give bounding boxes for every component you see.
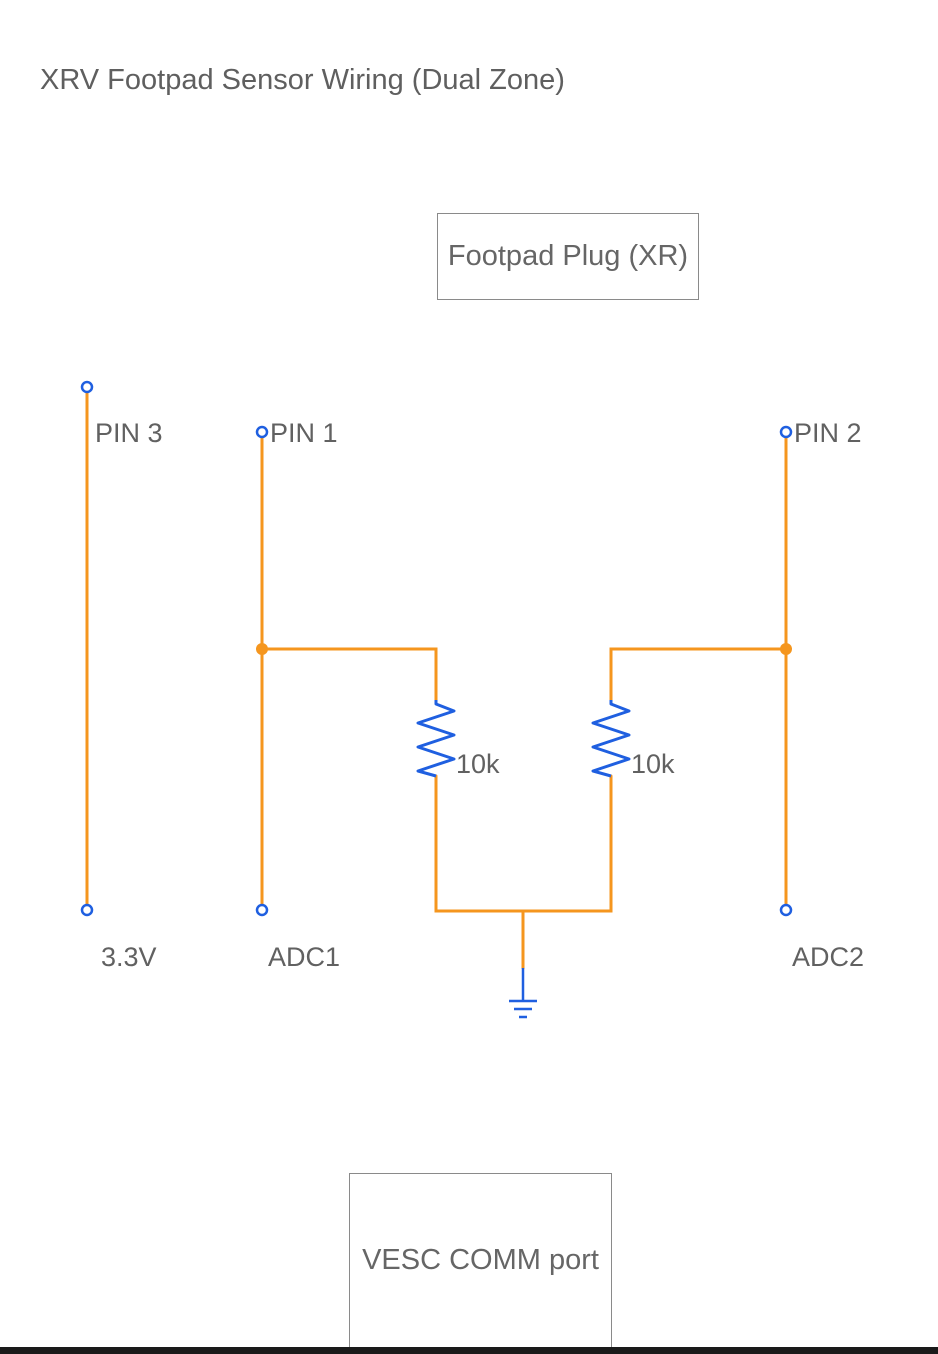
vesc-comm-port-box: VESC COMM port xyxy=(349,1173,612,1348)
ground-icon xyxy=(509,968,537,1019)
footpad-plug-box: Footpad Plug (XR) xyxy=(437,213,699,300)
terminal-adc1 xyxy=(255,903,269,917)
terminal-adc2 xyxy=(779,903,793,917)
junction-dot-pin1 xyxy=(256,643,268,655)
terminal-pin3-top xyxy=(80,380,94,394)
label-pin1: PIN 1 xyxy=(270,418,338,448)
junction-dot-pin2 xyxy=(780,643,792,655)
vesc-comm-port-label: VESC COMM port xyxy=(362,1244,599,1276)
label-pin3: PIN 3 xyxy=(95,418,163,448)
footpad-plug-label: Footpad Plug (XR) xyxy=(447,240,689,272)
terminal-3v3 xyxy=(80,903,94,917)
label-r1: 10k xyxy=(456,749,500,779)
bottom-edge-bar xyxy=(0,1347,938,1354)
diagram-title: XRV Footpad Sensor Wiring (Dual Zone) xyxy=(40,64,565,96)
wire-pin1-to-r1 xyxy=(260,647,438,702)
resistor-r2-icon xyxy=(591,700,631,778)
wire-pin2-to-r2 xyxy=(609,647,788,702)
terminal-pin2-top xyxy=(779,425,793,439)
label-adc1: ADC1 xyxy=(268,942,340,972)
label-r2: 10k xyxy=(631,749,675,779)
wire-r1-to-ground xyxy=(434,774,613,913)
label-adc2: ADC2 xyxy=(792,942,864,972)
resistor-r1-icon xyxy=(416,700,456,778)
label-pin2: PIN 2 xyxy=(794,418,862,448)
terminal-pin1-top xyxy=(255,425,269,439)
label-3v3: 3.3V xyxy=(101,942,157,972)
